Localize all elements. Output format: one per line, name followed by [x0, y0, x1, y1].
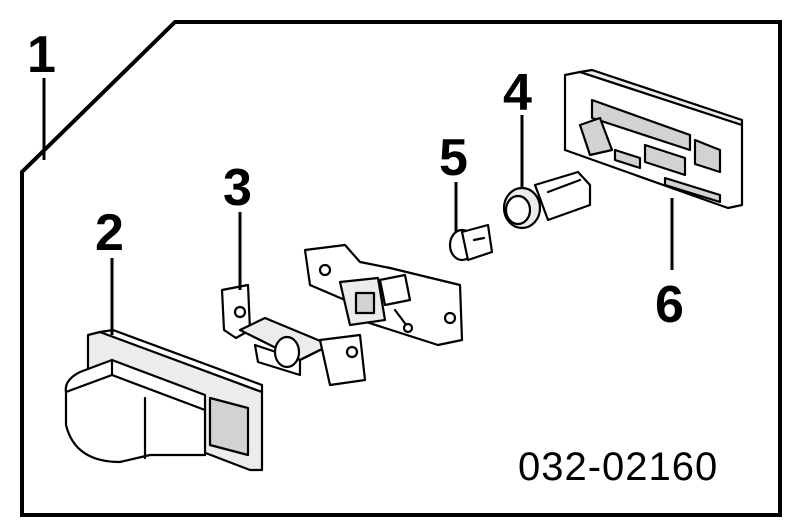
- callout-6: 6: [655, 276, 684, 334]
- lamp-lens-housing: [64, 328, 264, 472]
- assembly-frame: [20, 20, 782, 517]
- callout-3: 3: [223, 159, 252, 217]
- part-number-label: 032-02160: [518, 445, 718, 489]
- callout-5: 5: [439, 129, 468, 187]
- callout-2: 2: [95, 204, 124, 262]
- callout-4: 4: [503, 64, 532, 122]
- bulb-socket: [502, 170, 592, 230]
- mounting-plate: [563, 68, 744, 210]
- socket-plate: [303, 243, 464, 347]
- wedge-bulb: [448, 223, 494, 262]
- callout-1: 1: [27, 26, 56, 84]
- socket-bracket: [220, 283, 367, 387]
